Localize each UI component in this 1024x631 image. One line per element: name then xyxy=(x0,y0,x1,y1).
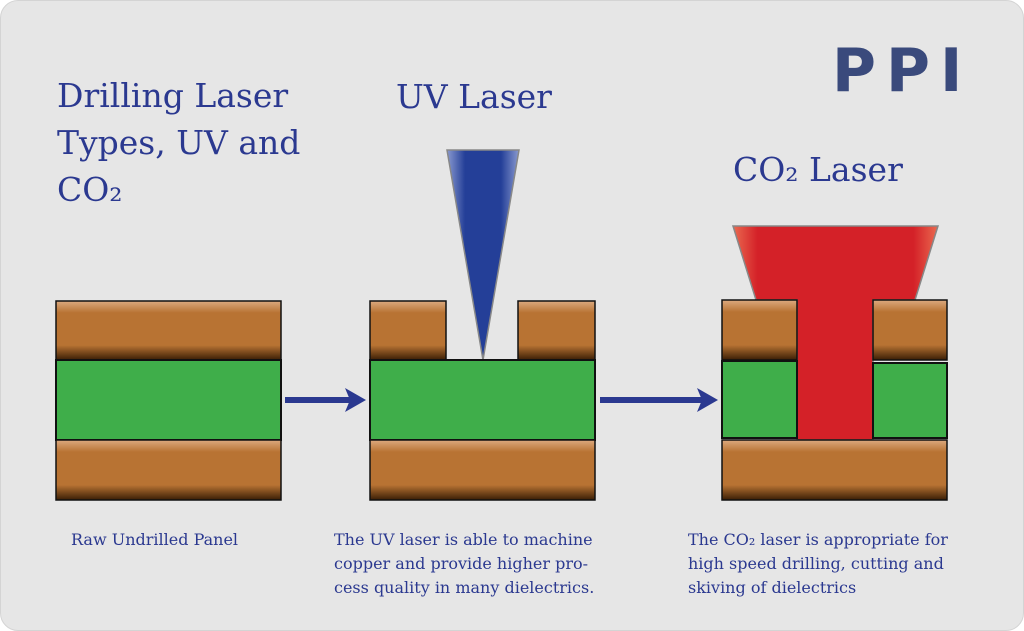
caption-line: The UV laser is able to machine xyxy=(334,530,593,549)
caption-raw-panel: Raw Undrilled Panel xyxy=(71,530,239,549)
diagram-title: Drilling Laser Types, UV and CO₂ xyxy=(57,72,300,213)
caption-uv: The UV laser is able to machine copper a… xyxy=(334,528,594,600)
copper-top-layer xyxy=(55,300,282,361)
title-line: Drilling Laser xyxy=(57,76,289,115)
dielectric-layer xyxy=(55,359,282,441)
uv-panel xyxy=(369,149,596,501)
raw-panel xyxy=(55,300,282,501)
copper-top-right xyxy=(517,300,596,361)
arrow-1 xyxy=(285,388,366,412)
title-line: Types, UV and xyxy=(57,123,301,162)
dielectric-left xyxy=(721,360,798,439)
title-line: CO₂ xyxy=(57,170,123,209)
caption-line: copper and provide higher pro- xyxy=(334,554,589,573)
caption-line: cess quality in many dielectrics. xyxy=(334,578,595,597)
caption-line: skiving of dielectrics xyxy=(688,578,857,597)
copper-bottom-layer xyxy=(369,439,596,501)
ppi-logo: PPI xyxy=(832,36,973,106)
arrow-2 xyxy=(600,388,718,412)
copper-top-left xyxy=(369,300,447,361)
co2-laser-label: CO₂ Laser xyxy=(733,150,903,189)
co2-panel xyxy=(721,225,948,501)
dielectric-layer xyxy=(369,359,596,441)
copper-bottom-layer xyxy=(721,439,948,501)
caption-line: The CO₂ laser is appropriate for xyxy=(688,530,948,549)
dielectric-right xyxy=(872,362,948,439)
copper-bottom-layer xyxy=(55,439,282,501)
caption-line: high speed drilling, cutting and xyxy=(688,554,944,573)
caption-co2: The CO₂ laser is appropriate for high sp… xyxy=(688,528,948,600)
uv-laser-label: UV Laser xyxy=(396,77,552,116)
copper-top-right xyxy=(872,299,948,361)
uv-laser-beam xyxy=(446,149,520,361)
copper-top-left xyxy=(721,299,798,361)
